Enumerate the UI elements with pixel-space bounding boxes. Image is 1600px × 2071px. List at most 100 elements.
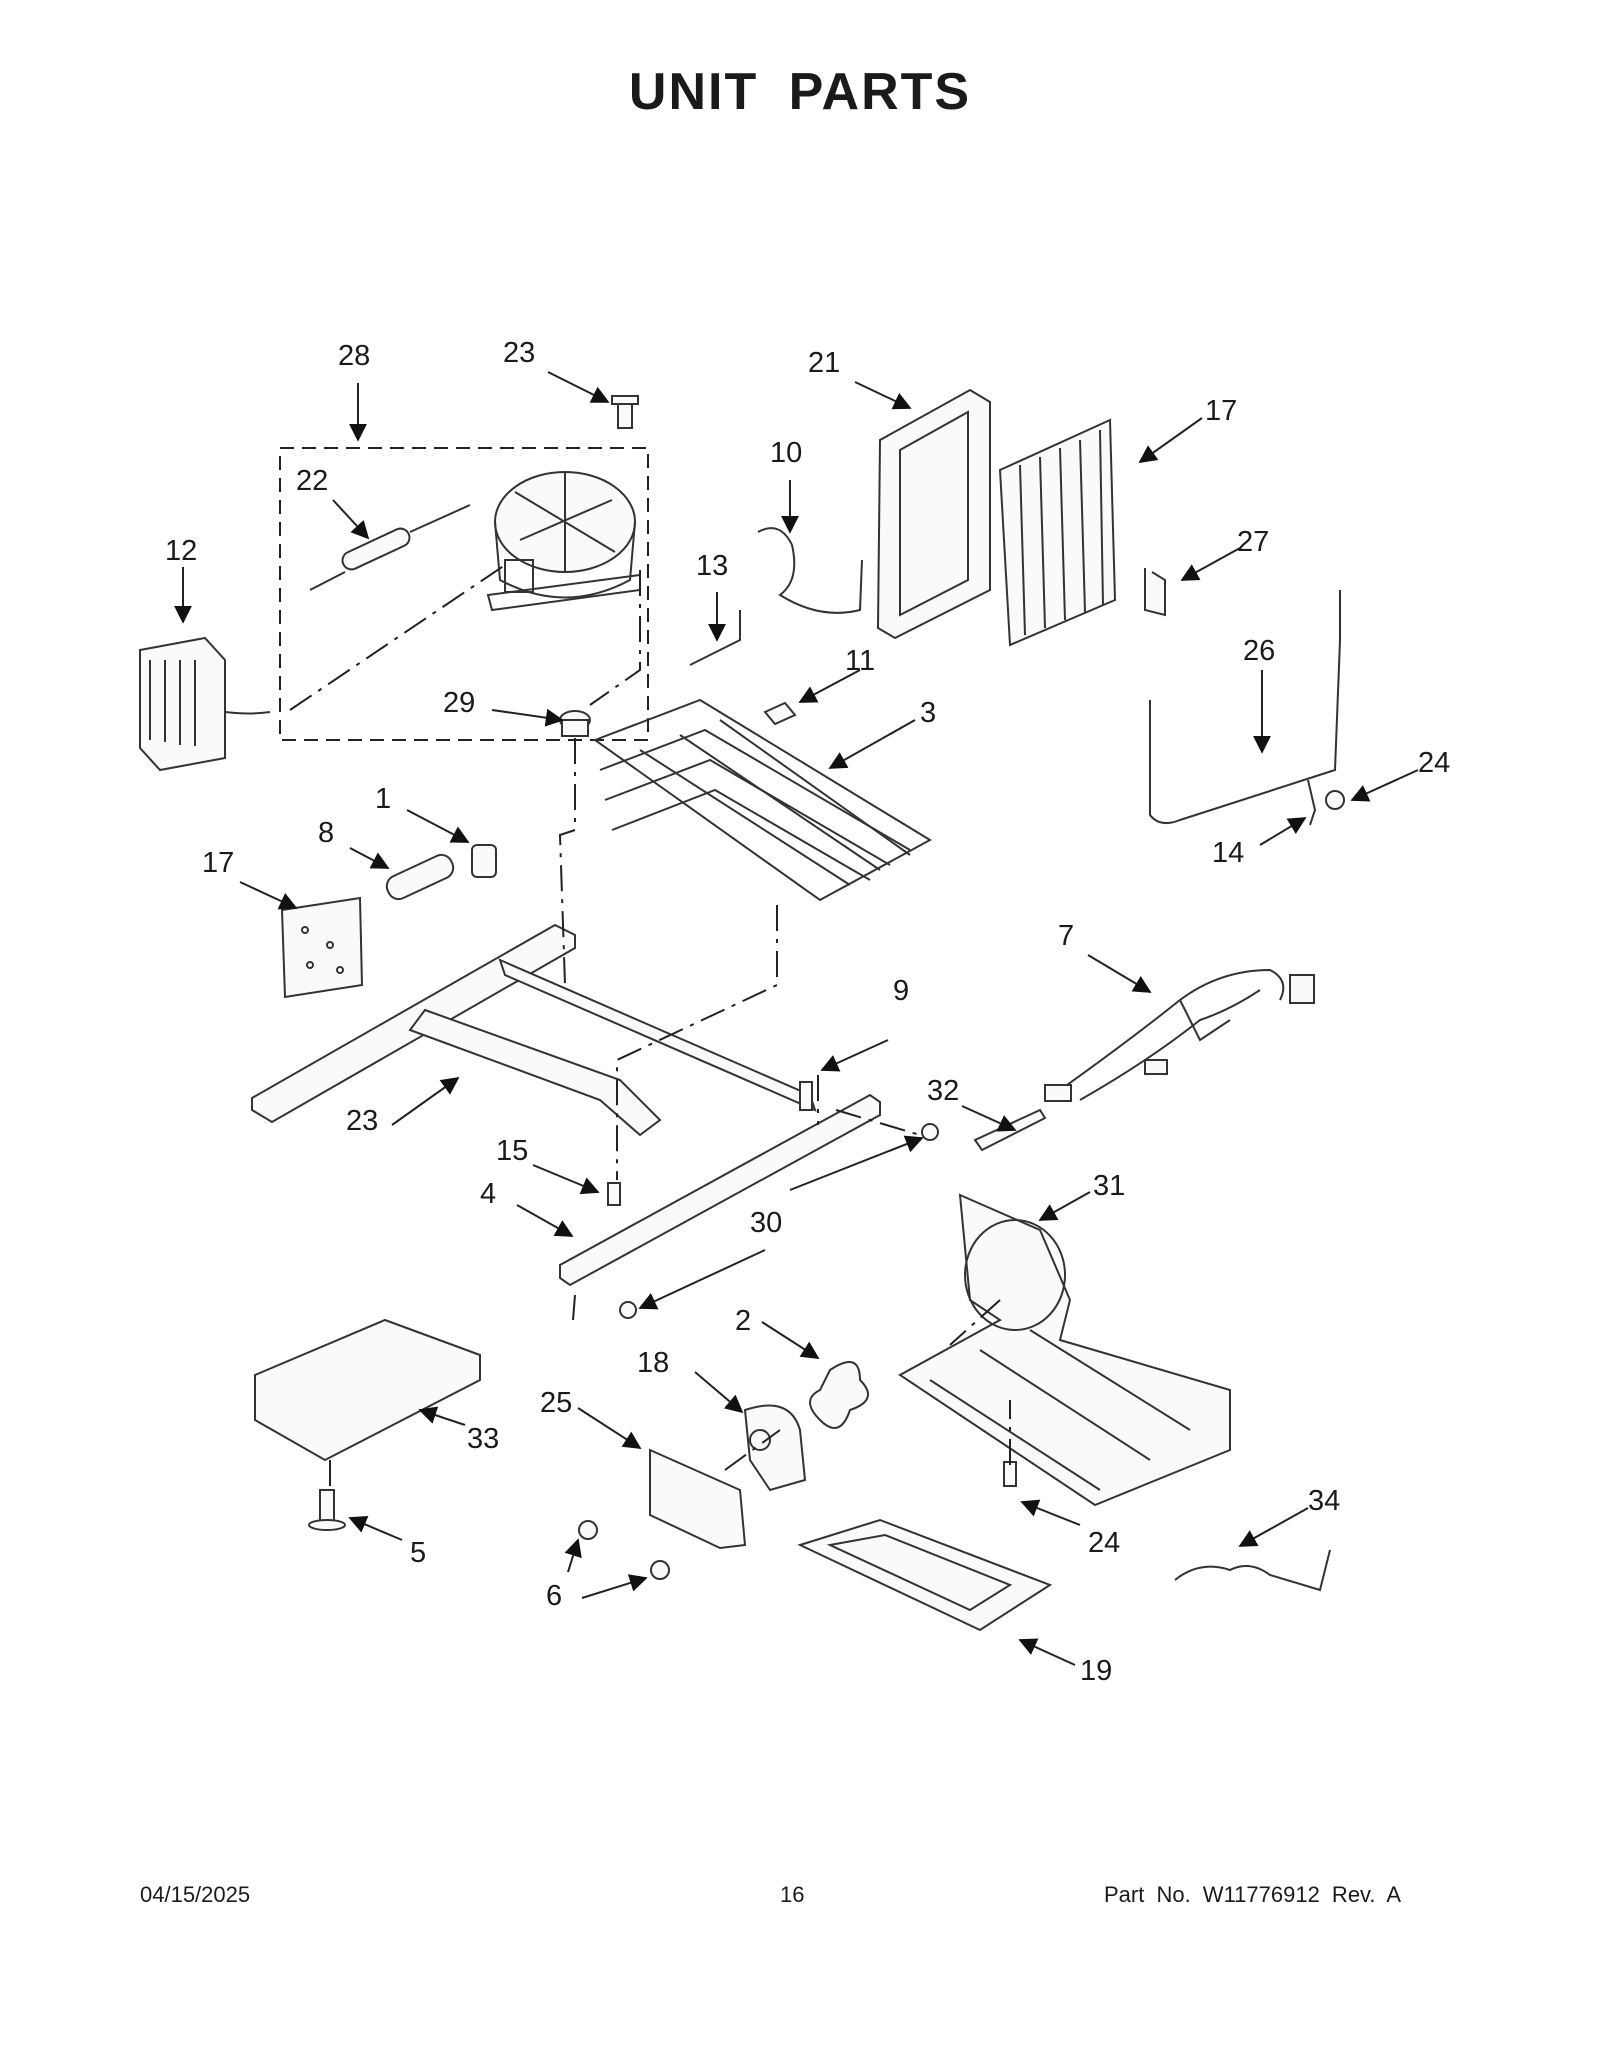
- callout-10: 10: [770, 437, 802, 469]
- leader: [1350, 769, 1419, 802]
- leader: [820, 1039, 889, 1072]
- callout-22: 23: [503, 337, 535, 369]
- evaporator: [592, 698, 933, 902]
- page-title: UNIT PARTS: [628, 63, 972, 121]
- compressor-assembly-box: [279, 447, 649, 741]
- leader: [564, 1538, 582, 1573]
- callout-4: 4: [480, 1178, 496, 1210]
- callout-23: 23: [346, 1105, 378, 1137]
- alignment-line: [289, 564, 506, 711]
- wire-harness: [1044, 968, 1315, 1102]
- alignment-line: [616, 905, 778, 1180]
- leader: [1138, 417, 1203, 464]
- screw-15: [607, 1182, 621, 1206]
- leader: [961, 1105, 1017, 1132]
- callout-15: 15: [496, 1135, 528, 1167]
- leader: [828, 719, 916, 769]
- leader: [332, 499, 370, 540]
- leader: [798, 669, 861, 703]
- compressor-control-box: [139, 636, 271, 772]
- callout-14: 14: [1212, 837, 1244, 869]
- leader: [491, 708, 564, 727]
- defrost-heater: [1174, 1549, 1331, 1592]
- compressor: [486, 471, 641, 612]
- leader: [406, 809, 470, 843]
- leader: [348, 1516, 403, 1541]
- grommet: [559, 710, 591, 737]
- callout-29: 29: [443, 687, 475, 719]
- callout-28: 28: [338, 340, 370, 372]
- screw-24b: [1003, 1461, 1017, 1487]
- callout-31: 31: [1093, 1170, 1125, 1202]
- callout-21: 22: [296, 465, 328, 497]
- alignment-line: [558, 738, 576, 986]
- alignment-line: [835, 1109, 921, 1136]
- leader: [391, 1076, 460, 1126]
- front-rail: [559, 1093, 881, 1287]
- callout-34: 34: [1308, 1485, 1340, 1517]
- leveling-leg: [308, 1489, 346, 1531]
- alignment-line: [572, 1294, 576, 1321]
- leader: [547, 371, 610, 403]
- leader: [516, 1204, 574, 1237]
- base-pan: [898, 1193, 1231, 1507]
- schrader-valve: [611, 395, 639, 429]
- callout-2: 2: [735, 1305, 751, 1337]
- callout-16: 17: [1205, 395, 1237, 427]
- screw-30a: [921, 1123, 939, 1141]
- footer-part-number: Part No. W11776912 Rev. A: [1104, 1882, 1402, 1907]
- screw-30b: [619, 1301, 637, 1319]
- callout-12: 12: [165, 535, 197, 567]
- leader: [854, 381, 912, 410]
- callout-26: 26: [1243, 635, 1275, 667]
- callout-25: 25: [540, 1387, 572, 1419]
- leader: [1238, 1507, 1309, 1547]
- insulation-tube: [385, 853, 455, 901]
- footer-page-number: 16: [780, 1882, 805, 1907]
- callout-19: 19: [1080, 1655, 1112, 1687]
- condenser-coil: [998, 418, 1117, 647]
- capacitor: [471, 844, 497, 878]
- leader: [761, 1321, 820, 1359]
- callout-5: 5: [410, 1537, 426, 1569]
- callout-27: 27: [1237, 526, 1269, 558]
- support-rail: [251, 923, 817, 1137]
- callout-20: 21: [808, 347, 840, 379]
- condenser-tube: [757, 527, 863, 614]
- leader: [789, 1135, 924, 1191]
- clip-14: [1307, 779, 1317, 826]
- leader: [1087, 954, 1152, 993]
- drain-pan: [797, 1518, 1053, 1632]
- callout-1: 1: [375, 783, 391, 815]
- heater-harness: [1149, 590, 1341, 825]
- alignment-line: [724, 1429, 781, 1471]
- leader: [638, 1249, 766, 1310]
- callout-8: 8: [318, 817, 334, 849]
- callout-3: 3: [920, 697, 936, 729]
- leader: [577, 1407, 642, 1449]
- callout-30: 30: [750, 1207, 782, 1239]
- leader: [1259, 817, 1307, 846]
- drain-tube: [689, 610, 741, 666]
- alignment-line: [589, 570, 641, 706]
- leader: [694, 1371, 744, 1414]
- callout-7: 7: [1058, 920, 1074, 952]
- callout-24b: 24: [1088, 1527, 1120, 1559]
- callout-13: 13: [696, 550, 728, 582]
- screw-24a: [1325, 790, 1345, 810]
- access-cover: [254, 1318, 481, 1462]
- evaporator-clip: [763, 701, 797, 726]
- alignment-line: [949, 1299, 1001, 1346]
- callout-9: 9: [893, 975, 909, 1007]
- fan-motor: [743, 1404, 807, 1492]
- screw-6a: [578, 1520, 598, 1540]
- control-board: [280, 896, 364, 999]
- callout-33: 33: [467, 1423, 499, 1455]
- callout-17: 17: [202, 847, 234, 879]
- callout-18: 18: [637, 1347, 669, 1379]
- leader: [1038, 1191, 1091, 1221]
- leader: [1180, 547, 1241, 581]
- leader: [532, 1164, 600, 1195]
- leader: [581, 1574, 648, 1599]
